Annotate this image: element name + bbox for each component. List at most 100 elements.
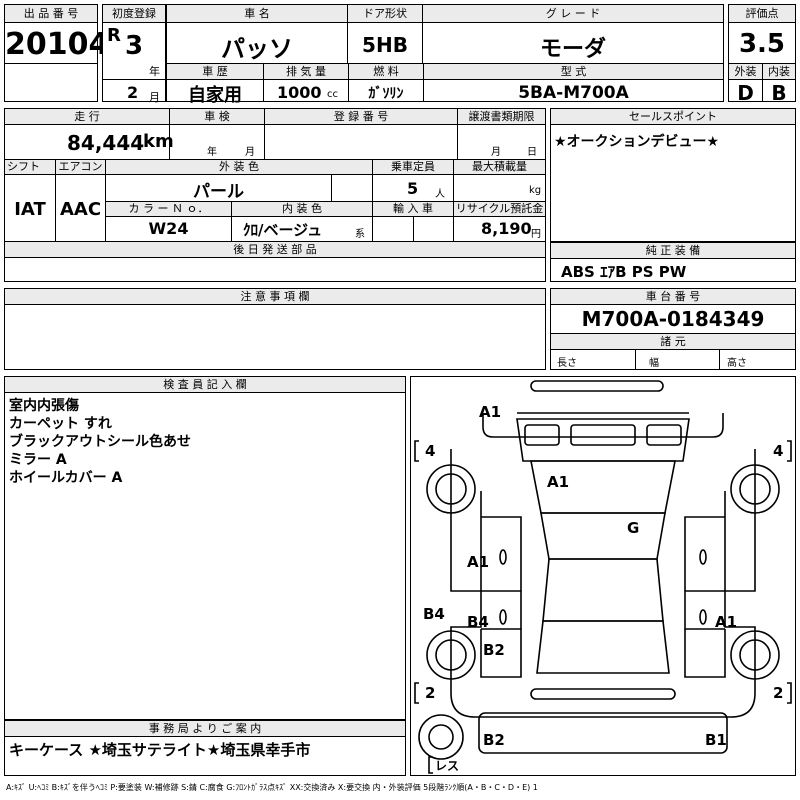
displacement-unit: cc xyxy=(327,89,338,100)
front-section xyxy=(482,413,724,438)
score: 3.5 xyxy=(738,29,786,59)
car-name-label: 車 名 xyxy=(167,5,347,23)
height-label: 高さ xyxy=(727,358,747,369)
month-unit: 月 xyxy=(149,91,160,104)
interior-grade: B xyxy=(771,81,787,105)
interior-color-unit: 系 xyxy=(355,229,365,240)
sales-point-box: セールスポイント ★オークションデビュー★ xyxy=(550,108,796,242)
car-info-box: 車 名 ドア形状 グ レ ー ド パッソ 5HB モーダ 車 歴 排 気 量 燃… xyxy=(166,4,724,106)
sales-point-text: ★オークションデビュー★ xyxy=(554,134,720,150)
mark-b2-left-quarter: B2 xyxy=(483,641,505,659)
headlight-right xyxy=(646,424,682,446)
right-quarter xyxy=(684,629,726,678)
exterior-label: 外装 xyxy=(729,64,762,80)
bracket-rr xyxy=(787,682,792,704)
era: R xyxy=(107,25,121,46)
mark-b4-left-rear: B4 xyxy=(467,613,489,631)
mark-b2-rear-left: B2 xyxy=(483,731,505,749)
chassis-number: M700A-0184349 xyxy=(581,307,765,331)
bracket-fl xyxy=(414,440,419,462)
left-quarter xyxy=(480,629,522,678)
spec-label: 諸 元 xyxy=(551,334,795,350)
import-label: 輸 入 車 xyxy=(373,202,453,217)
inspector-box: 検 査 員 記 入 欄 室内内張傷 カーペット すれ ブラックアウトシール色あせ… xyxy=(4,376,406,720)
tire-front-right xyxy=(730,464,780,514)
insp-month-unit: 月 xyxy=(245,147,255,158)
car-name: パッソ xyxy=(221,35,293,63)
width-label: 幅 xyxy=(649,358,659,369)
car-diagram-svg: A1 A1 G A1 B4 B4 A1 B2 B2 B1 4 4 2 2 レス xyxy=(414,380,792,774)
shift: IAT xyxy=(14,199,46,220)
grade: モーダ xyxy=(539,37,606,62)
ac-label: エアコン xyxy=(56,160,105,175)
first-registration-box: 初度登録 R 3 年 2 月 xyxy=(102,4,166,104)
spare-value: レス xyxy=(435,759,459,773)
lot-label: 出 品 番 号 xyxy=(5,5,97,23)
grade-label: グ レ ー ド xyxy=(423,5,723,23)
reg-month: 2 xyxy=(127,83,139,102)
tire-rear-right xyxy=(730,630,780,680)
roof xyxy=(540,512,666,560)
transfer-day-unit: 日 xyxy=(527,147,537,158)
color-label: 外 装 色 xyxy=(106,160,372,175)
regno-label: 登 録 番 号 xyxy=(265,109,457,125)
door-type: 5HB xyxy=(362,33,408,57)
lot-number-box: 出 品 番 号 20104 xyxy=(4,4,110,102)
tire-fl-value: 4 xyxy=(425,442,435,460)
inspector-line: ミラー A xyxy=(9,452,67,468)
right-front-door xyxy=(684,516,725,591)
history: 自家用 xyxy=(188,85,242,106)
interior-color-label: 内 装 色 xyxy=(232,202,372,217)
history-label: 車 歴 xyxy=(167,64,263,80)
door-label: ドア形状 xyxy=(348,5,422,23)
model-label: 型 式 xyxy=(424,64,723,80)
tire-front-left xyxy=(426,464,476,514)
inspector-line: カーペット すれ xyxy=(9,416,112,432)
equipment-box: 純 正 装 備 ABS ｴｱB PS PW xyxy=(550,242,796,282)
headlight-left xyxy=(524,424,560,446)
notes-box: 注 意 事 項 欄 xyxy=(4,288,546,370)
capacity-label: 乗車定員 xyxy=(373,160,453,175)
reg-year: 3 xyxy=(125,31,144,61)
shift-label: シフト xyxy=(5,160,55,175)
inspector-line: 室内内張傷 xyxy=(9,398,79,414)
interior-label: 内装 xyxy=(763,64,795,80)
color: パール xyxy=(193,182,244,202)
left-front-door xyxy=(481,516,522,591)
bracket-fr xyxy=(787,440,792,462)
fuel: ｶﾞｿﾘﾝ xyxy=(368,86,404,102)
chassis-box: 車 台 番 号 M700A-0184349 諸 元 長さ 幅 高さ xyxy=(550,288,796,370)
capacity-unit: 人 xyxy=(435,189,445,200)
ac: AAC xyxy=(59,199,102,220)
inspection-label: 車 検 xyxy=(170,109,264,125)
rear-glass xyxy=(542,558,664,622)
front-bumper xyxy=(530,380,664,392)
lot-number: 20104 xyxy=(5,27,110,62)
bracket-rl xyxy=(414,682,419,704)
rear-bumper xyxy=(530,688,676,700)
length-label: 長さ xyxy=(557,358,577,369)
left-side xyxy=(450,449,482,693)
maxload-label: 最大積載量 xyxy=(454,160,545,175)
notes-label: 注 意 事 項 欄 xyxy=(5,289,545,305)
mileage-unit: km xyxy=(143,131,174,152)
inspector-line: ホイールカバー A xyxy=(9,470,123,486)
equipment-label: 純 正 装 備 xyxy=(551,243,795,259)
sales-point-label: セールスポイント xyxy=(551,109,795,125)
recycle-unit: 円 xyxy=(531,229,541,240)
model: 5BA-M700A xyxy=(518,83,629,103)
office-label: 事 務 局 よ り ご 案 内 xyxy=(5,721,405,737)
mark-a1-front: A1 xyxy=(479,403,501,421)
colorno: W24 xyxy=(148,219,189,238)
later-parts-label: 後 日 発 送 部 品 xyxy=(5,242,545,258)
legend: A:ｷｽﾞ U:ﾍｺﾐ B:ｷｽﾞを伴うﾍｺﾐ P:要塗装 W:補修跡 S:錆 … xyxy=(6,783,538,792)
mark-a1-right-rear: A1 xyxy=(715,613,737,631)
office-box: 事 務 局 よ り ご 案 内 キーケース ★埼玉サテライト★埼玉県幸手市 xyxy=(4,720,406,776)
inspector-label: 検 査 員 記 入 欄 xyxy=(5,377,405,393)
mirror-right xyxy=(699,549,707,565)
year-unit: 年 xyxy=(149,65,160,78)
recycle: 8,190 xyxy=(481,219,532,238)
mark-b1-rear-right: B1 xyxy=(705,731,727,749)
hood xyxy=(516,418,690,462)
tire-rl-value: 2 xyxy=(425,684,435,702)
